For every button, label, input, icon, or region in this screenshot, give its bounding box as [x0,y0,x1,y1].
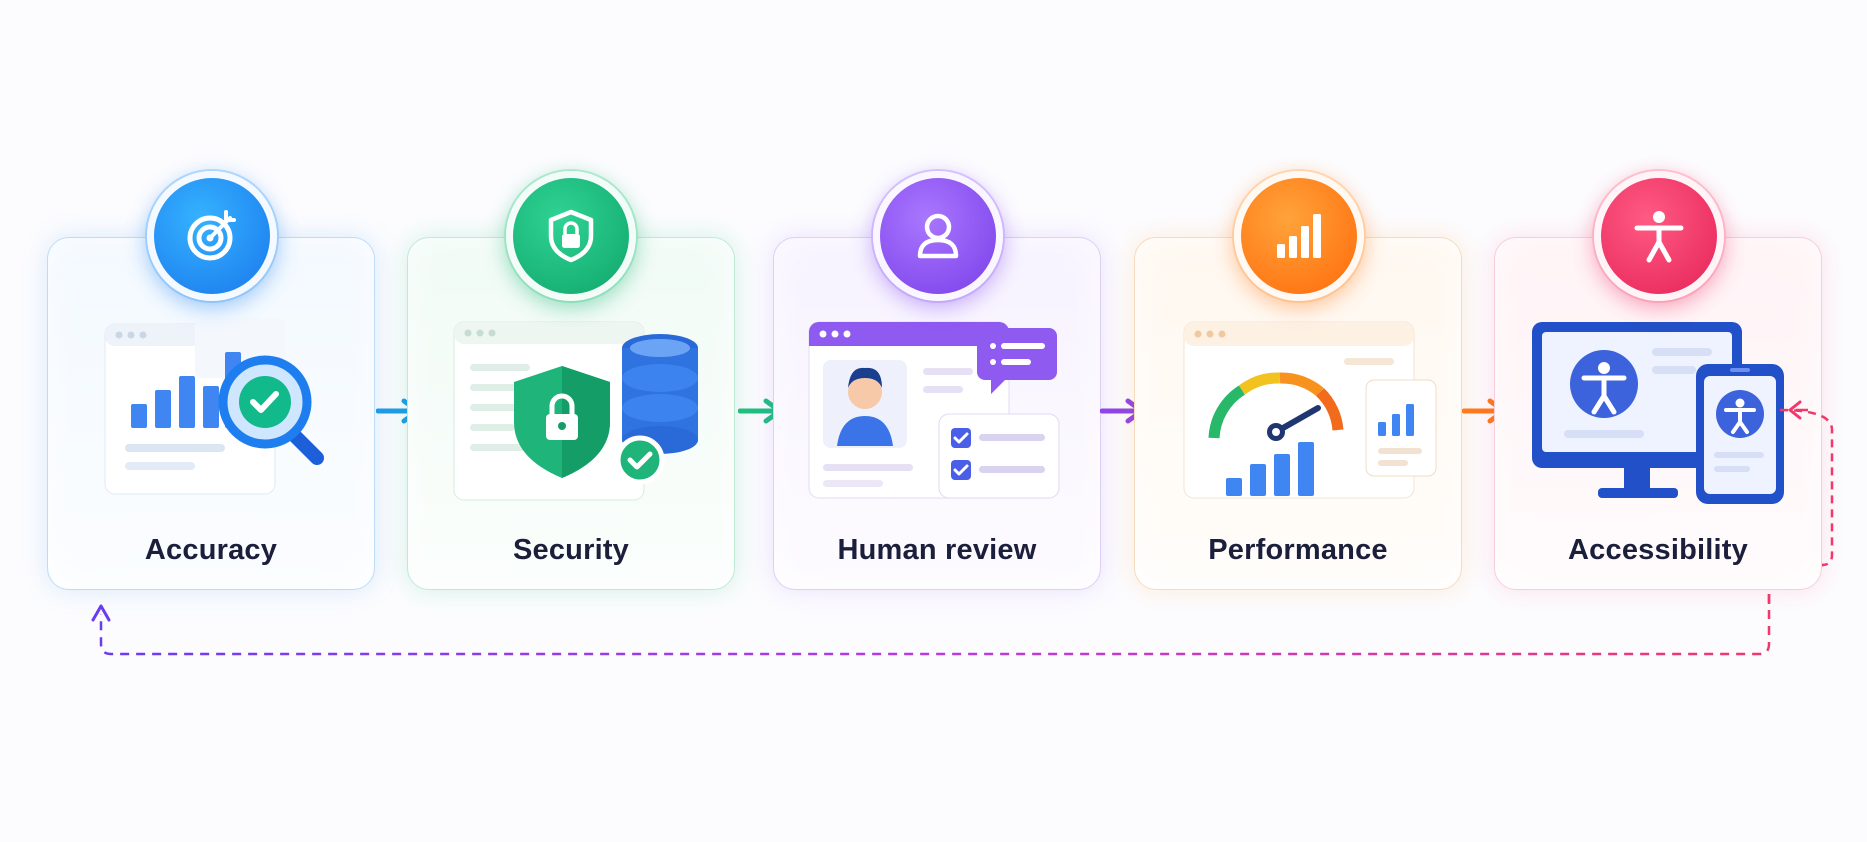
devices-accessibility-illustration [1532,322,1784,504]
target-icon [147,171,277,301]
step-label-accessibility: Accessibility [1568,534,1748,566]
accessibility-icon [1594,171,1724,301]
user-icon [873,171,1003,301]
step-label-security: Security [512,534,630,566]
step-label-human-review: Human review [837,534,1037,566]
shield-lock-icon [506,171,636,301]
analytics-magnifier-illustration [104,318,324,495]
step-label-accuracy: Accuracy [144,534,278,566]
signal-bars-icon [1234,171,1364,301]
shield-database-illustration [453,321,698,501]
step-label-performance: Performance [1208,534,1388,566]
reviewer-checklist-illustration [808,321,1060,499]
gauge-dashboard-illustration [1183,321,1437,499]
